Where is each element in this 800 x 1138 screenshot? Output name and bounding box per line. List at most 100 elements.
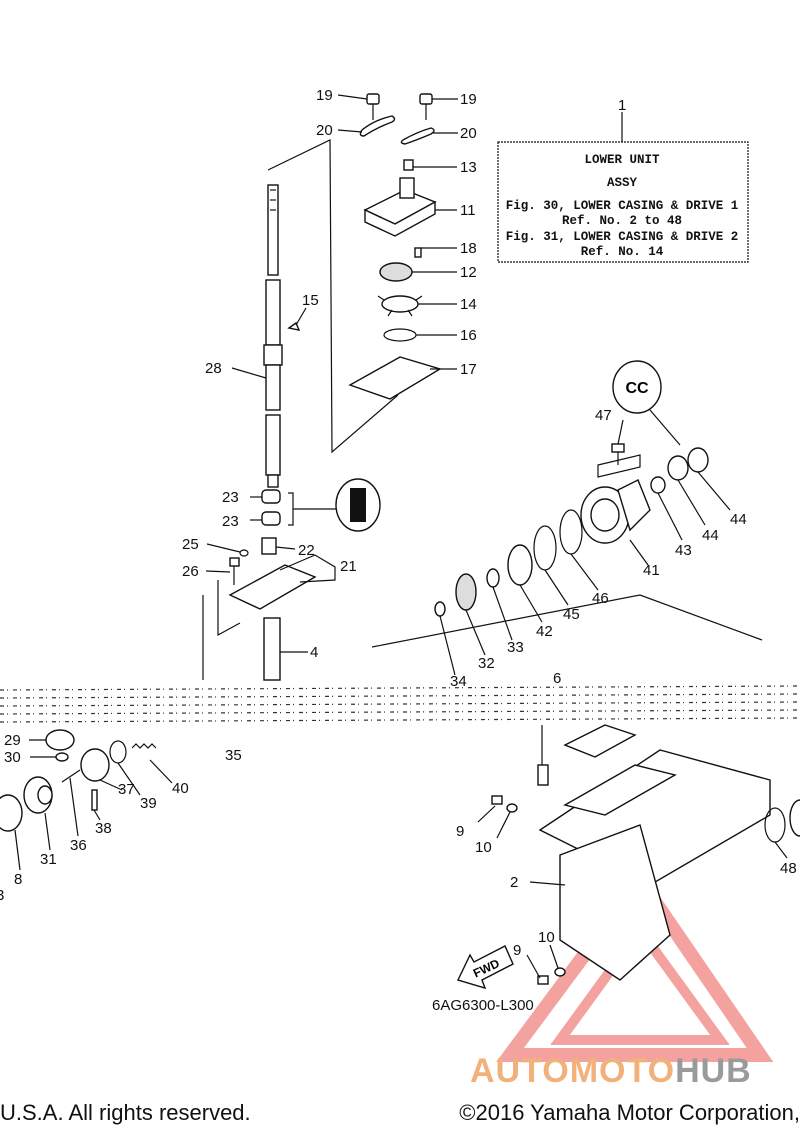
part-3 [789,799,800,837]
o-ring-16 [383,328,417,342]
oil-seal-22 [261,537,277,555]
frame-line-2 [217,580,241,637]
callout-19a: 19 [316,87,333,104]
callout-10b: 10 [538,929,555,946]
fwd-arrow-icon: FWD [457,945,514,990]
drawing-code: 6AG6300-L300 [432,997,534,1014]
washer-33 [486,568,500,588]
callout-20a: 20 [316,122,333,139]
svg-text:CC: CC [625,380,649,397]
seal-44b [687,447,709,473]
callout-37: 37 [118,781,135,798]
callout-42: 42 [536,623,553,640]
insert-12 [379,262,413,282]
callout-29: 29 [4,732,21,749]
callout-numbers: 19 19 20 20 13 11 18 12 15 14 16 28 17 4… [0,87,797,959]
callout-30: 30 [4,749,21,766]
callout-43: 43 [675,542,692,559]
info-title-2: ASSY [607,176,638,190]
brand-part2: HUB [675,1052,752,1090]
callout-34: 34 [450,673,467,690]
washer-34 [434,601,446,617]
callout-38: 38 [95,820,112,837]
ring-39 [109,740,127,764]
frame-line [267,139,399,454]
spring-40 [131,743,157,749]
clutch-37 [80,748,110,782]
callout-22: 22 [298,542,315,559]
bolt-26 [229,557,240,585]
nut-30 [55,752,69,762]
callout-19b: 19 [460,91,477,108]
callout-32: 32 [478,655,495,672]
info-fig2-ref: Ref. No. 14 [581,245,664,259]
callout-40: 40 [172,780,189,797]
callout-15: 15 [302,292,319,309]
pin-18 [414,247,422,258]
callout-16: 16 [460,327,477,344]
seal-48 [764,807,786,843]
callout-11: 11 [460,202,476,219]
callout-26: 26 [182,563,199,580]
callout-36: 36 [70,837,87,854]
gear-29 [45,729,75,751]
callout-23a: 23 [222,489,239,506]
seal-43 [650,476,666,494]
callout-21: 21 [340,558,357,575]
info-fig1: Fig. 30, LOWER CASING & DRIVE 1 [506,199,739,213]
callout-12: 12 [460,264,477,281]
plates-20 [359,115,435,145]
callout-2: 2 [510,874,518,891]
pin-36 [61,769,81,783]
info-box: 1 LOWER UNIT ASSY Fig. 30, LOWER CASING … [497,97,749,263]
bearing-housing-41 [580,479,651,544]
woodruff-key [287,321,301,331]
callout-44b: 44 [702,527,719,544]
o-ring-45 [533,525,557,571]
bearing-8 [0,794,23,832]
bearing-grease-icon [335,478,381,532]
bolts-19 [366,93,433,120]
callout-23b: 23 [222,513,239,530]
leader-lines [14,94,788,979]
bolt-9b [537,967,566,985]
callout-17: 17 [460,361,477,378]
callout-14: 14 [460,296,477,313]
drive-shaft [263,184,283,488]
callout-18: 18 [460,240,477,257]
callout-20b: 20 [460,125,477,142]
brand-part1: AUTOMOTO [470,1052,676,1090]
callout-41: 41 [643,562,660,579]
callout-48: 48 [780,860,797,877]
gear-31 [23,776,53,814]
callout-28: 28 [205,360,222,377]
callout-9b: 9 [513,942,521,959]
info-fig1-ref: Ref. No. 2 to 48 [562,214,682,228]
washer-25 [239,549,249,557]
callout-13: 13 [460,159,477,176]
bearing-42 [507,544,533,586]
info-title-1: LOWER UNIT [584,153,660,167]
pin-38 [91,789,98,811]
callout-45: 45 [563,606,580,623]
callout-33: 33 [507,639,524,656]
cc-lube-icon: CC [612,360,662,414]
torn-band-noise [0,685,800,723]
bearings-23 [261,489,340,526]
gasket-17 [348,356,442,400]
callout-35: 35 [225,747,242,764]
impeller-14 [377,295,423,317]
watermark-logo-icon [496,867,774,1062]
callout-4: 4 [310,644,318,661]
footer-copyright: ©2016 Yamaha Motor Corporation, [459,1100,800,1125]
callout-46: 46 [592,590,609,607]
lower-casing-2 [537,724,771,981]
seal-44a [667,455,689,481]
gear-32 [455,573,477,611]
callout-10a: 10 [475,839,492,856]
o-ring-46 [559,509,583,555]
callout-9a: 9 [456,823,464,840]
callout-6: 6 [553,670,561,687]
watermark-brand: AUTOMOTOHUB [470,1052,752,1091]
